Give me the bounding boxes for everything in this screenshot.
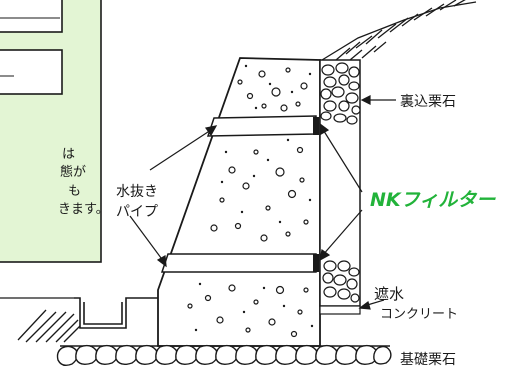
ground-hatching <box>321 0 477 61</box>
info-panel-text-line-3: も <box>68 184 81 199</box>
leader-lines <box>129 95 396 310</box>
info-panel-text-line-4: きます。 <box>58 202 109 217</box>
label-waterproof-line-1: 遮水 <box>374 285 404 303</box>
info-panel: は 態が も きます。 <box>0 0 109 263</box>
info-panel-text-line-2: 態が <box>60 164 86 180</box>
foundation-stone <box>56 344 392 367</box>
concrete-aggregate <box>187 67 309 338</box>
info-panel-text-line-1: は <box>62 147 75 162</box>
backfill-stone-pebbles-upper <box>320 62 361 125</box>
label-waterproof-line-2: コンクリート <box>380 307 458 322</box>
wall-joint-lower <box>160 253 317 273</box>
nk-filter-strip-lower <box>313 254 319 272</box>
waterproof-concrete <box>319 305 361 315</box>
info-panel-background <box>0 0 102 263</box>
backfill-stone <box>319 59 361 307</box>
retaining-wall <box>157 57 321 347</box>
drainage-gutter <box>74 297 160 329</box>
wall-joint-upper <box>206 115 317 137</box>
info-panel-box-2 <box>0 49 63 95</box>
label-foundation-stone: 基礎栗石 <box>400 351 456 368</box>
label-nk-filter: NKフィルター <box>370 189 496 211</box>
label-drain-pipe-line-2: パイプ <box>116 204 158 220</box>
nk-filter-strip-upper <box>313 117 319 135</box>
label-back-stone: 裏込栗石 <box>400 93 456 110</box>
wall-outline <box>157 57 321 347</box>
left-ground-hatching <box>0 297 81 343</box>
info-panel-box-1 <box>0 0 63 33</box>
backfill-stone-pebbles-lower <box>322 260 360 303</box>
label-drain-pipe-line-1: 水抜き <box>116 184 158 200</box>
concrete-specks <box>194 64 314 332</box>
